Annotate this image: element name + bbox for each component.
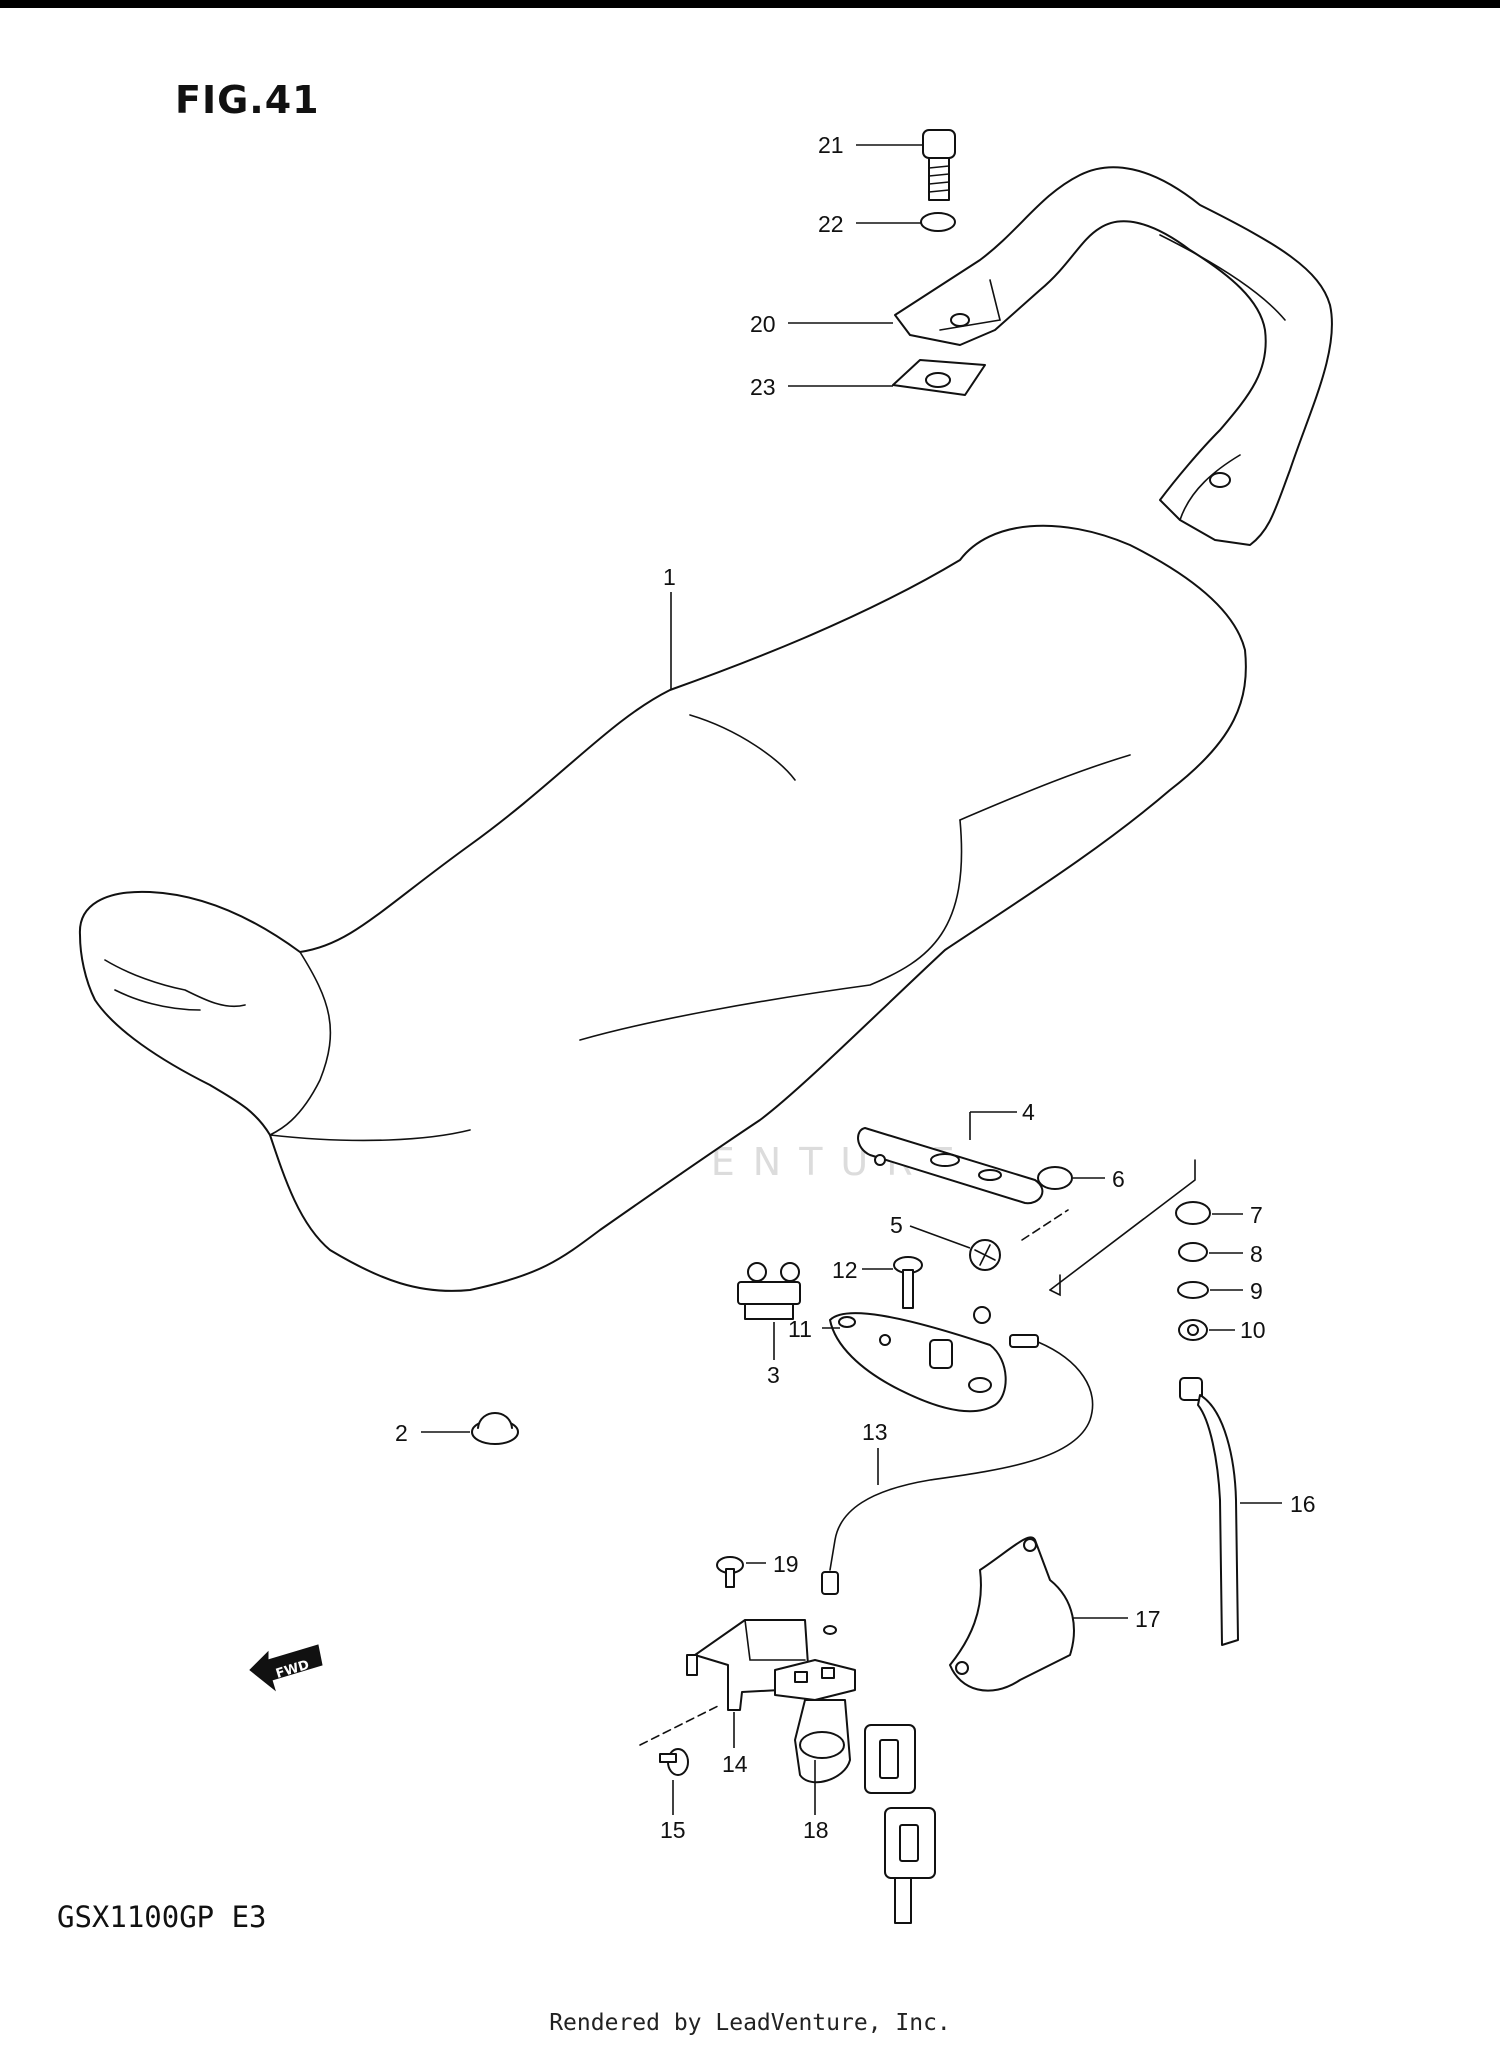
nut-part-10[interactable] <box>1178 1319 1208 1341</box>
seat-lock-part[interactable] <box>829 1312 1007 1413</box>
lock-bracket-part[interactable] <box>949 1536 1075 1692</box>
footer-credit: Rendered by LeadVenture, Inc. <box>549 2010 951 2036</box>
svg-text:10: 10 <box>1240 1317 1266 1343</box>
svg-text:17: 17 <box>1135 1606 1161 1632</box>
grab-rail-part[interactable] <box>894 166 1333 546</box>
bolt-part[interactable] <box>922 129 956 201</box>
rubber-cushion-part[interactable] <box>471 1412 519 1445</box>
svg-text:6: 6 <box>1112 1166 1125 1192</box>
screw-part[interactable] <box>893 1256 923 1309</box>
cushion-part-7[interactable] <box>1175 1201 1211 1225</box>
callout-2: 2 <box>395 1420 470 1446</box>
svg-text:22: 22 <box>818 211 844 237</box>
washer-part-9[interactable] <box>1177 1281 1209 1299</box>
svg-text:16: 16 <box>1290 1491 1316 1517</box>
callout-12: 12 <box>832 1257 893 1283</box>
callout-4: 4 <box>969 1099 1035 1140</box>
callout-23: 23 <box>750 374 893 400</box>
seat-lock-key-part[interactable] <box>774 1659 936 1924</box>
svg-text:11: 11 <box>788 1316 812 1342</box>
callout-5: 5 <box>890 1212 971 1249</box>
callout-6: 6 <box>1073 1166 1125 1192</box>
figure-title: FIG.41 <box>175 78 320 122</box>
callout-3: 3 <box>767 1322 780 1388</box>
svg-text:1: 1 <box>663 564 676 590</box>
callout-16: 16 <box>1240 1491 1316 1517</box>
bracket-part[interactable] <box>857 1127 1044 1205</box>
svg-text:23: 23 <box>750 374 776 400</box>
svg-text:2: 2 <box>395 1420 408 1446</box>
callout-20: 20 <box>750 311 893 337</box>
svg-text:14: 14 <box>722 1751 748 1777</box>
svg-text:4: 4 <box>1022 1099 1035 1125</box>
cable-part[interactable] <box>821 1306 1094 1635</box>
seat-part[interactable] <box>78 524 1247 1292</box>
model-code: GSX1100GP E3 <box>57 1900 267 1934</box>
screw-part-19[interactable] <box>716 1556 744 1588</box>
callout-8: 8 <box>1209 1241 1263 1267</box>
svg-text:8: 8 <box>1250 1241 1263 1267</box>
svg-text:3: 3 <box>767 1362 780 1388</box>
grommet-part[interactable] <box>969 1239 1001 1271</box>
callout-11: 11 <box>788 1316 840 1342</box>
callout-18: 18 <box>803 1760 829 1843</box>
svg-text:13: 13 <box>862 1419 888 1445</box>
callout-labels: 21 22 20 23 1 4 6 5 12 7 8 9 10 11 3 2 1… <box>395 132 1316 1843</box>
callout-14: 14 <box>722 1712 748 1777</box>
svg-text:15: 15 <box>660 1817 686 1843</box>
washer-part[interactable] <box>920 212 956 232</box>
screw-part-15[interactable] <box>659 1748 689 1776</box>
svg-text:20: 20 <box>750 311 776 337</box>
callout-9: 9 <box>1210 1278 1263 1304</box>
svg-text:21: 21 <box>818 132 844 158</box>
svg-text:18: 18 <box>803 1817 829 1843</box>
collar-part-8[interactable] <box>1178 1242 1208 1262</box>
svg-text:19: 19 <box>773 1551 799 1577</box>
callout-15: 15 <box>660 1780 686 1843</box>
forward-arrow-icon: FWD <box>249 1644 323 1692</box>
callout-17: 17 <box>1072 1606 1161 1632</box>
svg-text:9: 9 <box>1250 1278 1263 1304</box>
clamp-band-part[interactable] <box>1179 1377 1239 1646</box>
hinge-part[interactable] <box>737 1262 801 1320</box>
callout-19: 19 <box>746 1551 799 1577</box>
callout-21: 21 <box>818 132 922 158</box>
callout-13: 13 <box>862 1419 888 1485</box>
callout-22: 22 <box>818 211 921 237</box>
svg-text:5: 5 <box>890 1212 903 1238</box>
callout-1: 1 <box>663 564 676 690</box>
top-border <box>0 0 1500 8</box>
svg-text:12: 12 <box>832 1257 858 1283</box>
cushion-part[interactable] <box>892 359 986 396</box>
callout-7: 7 <box>1212 1202 1263 1228</box>
cushion-part-6[interactable] <box>1037 1166 1073 1190</box>
svg-text:7: 7 <box>1250 1202 1263 1228</box>
callout-10: 10 <box>1209 1317 1266 1343</box>
